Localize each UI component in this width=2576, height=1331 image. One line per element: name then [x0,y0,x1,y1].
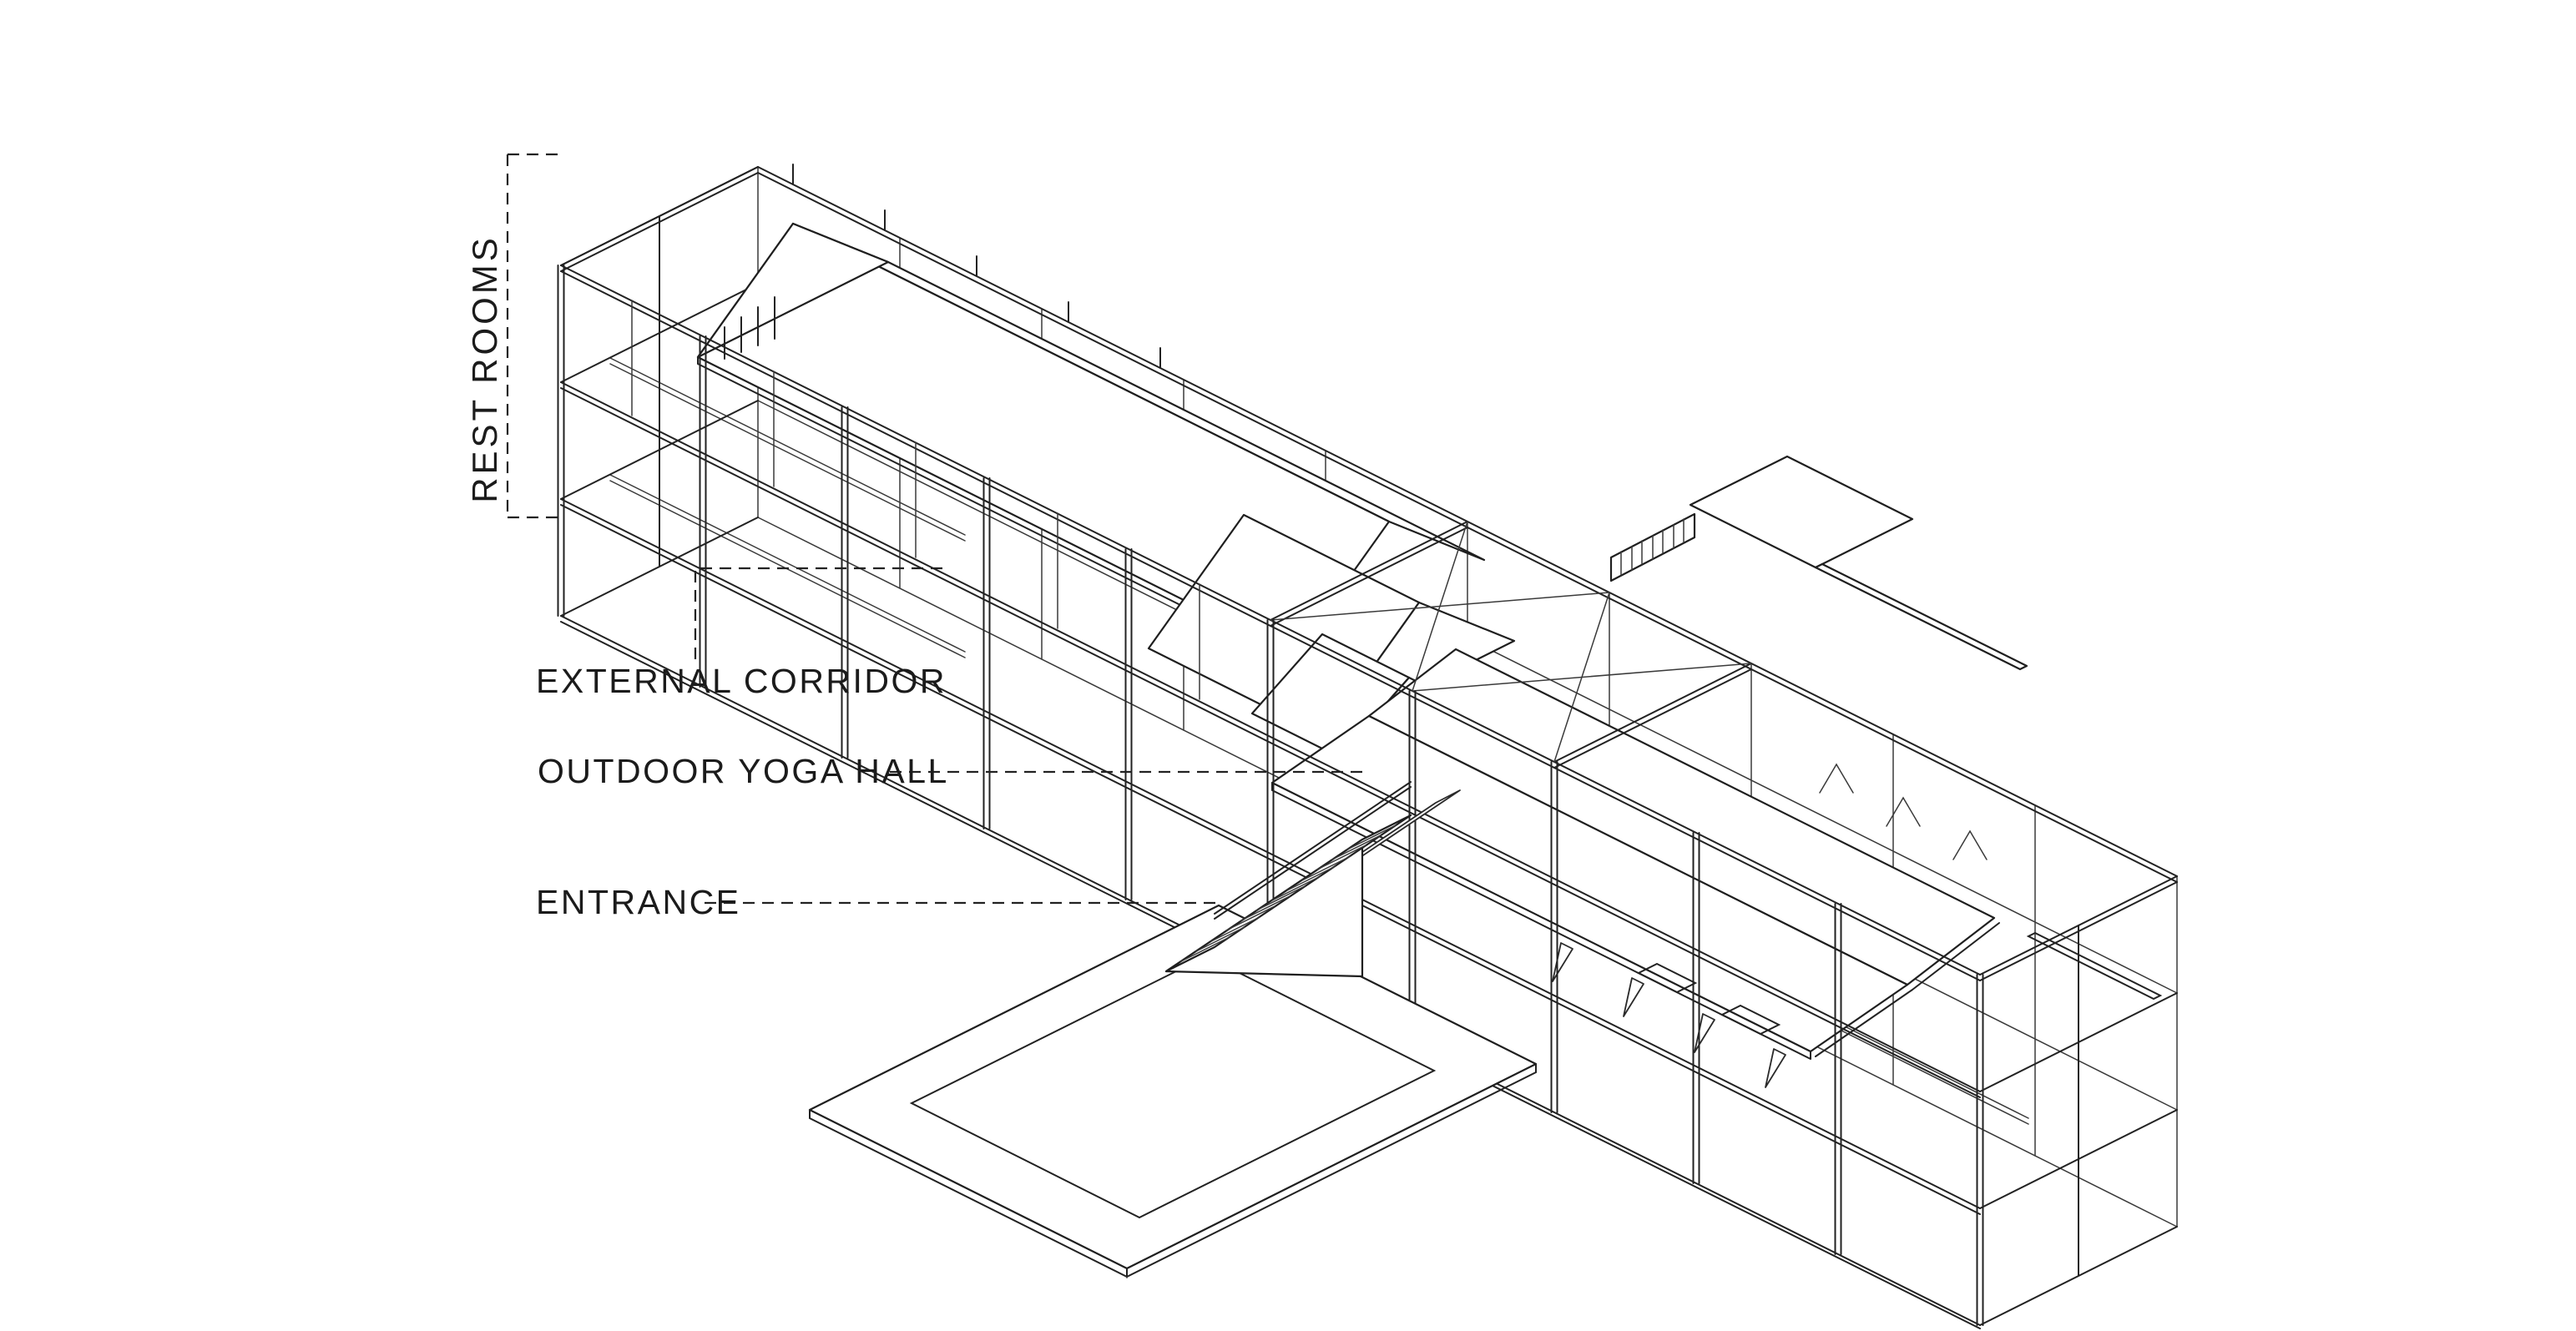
east-end-face [1979,925,2178,1326]
rest-rooms-bracket [506,153,561,519]
top-frame-beams [560,164,2178,981]
entrance-platform [808,904,1538,1278]
label-rest-rooms: REST ROOMS [465,234,504,503]
leader-lines [506,153,1369,905]
rear-ramp-and-landing [1609,455,2028,671]
entrance-stair [1164,781,1461,978]
roof-openings [1636,962,1781,1036]
label-entrance: ENTRANCE [536,883,741,921]
front-face-grid [557,265,1984,1329]
yoga-hall-roof [1270,648,2000,1088]
label-external-corridor: EXTERNAL CORRIDOR [536,662,947,700]
label-outdoor-yoga-hall: OUTDOOR YOGA HALL [538,752,949,790]
external-corridor-leader [694,567,947,659]
